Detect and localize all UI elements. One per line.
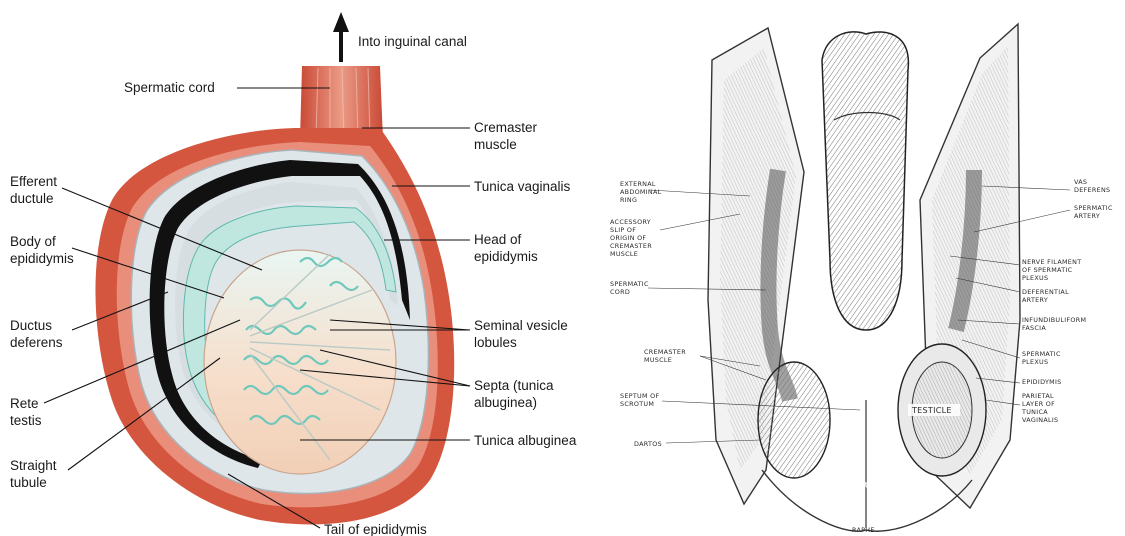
eng-label-septum-2: SCROTUM xyxy=(620,400,654,408)
eng-label-parietal-3: TUNICA xyxy=(1021,408,1048,416)
eng-label-accessory-4: CREMASTER xyxy=(610,242,652,250)
eng-label-infundibuliform-2: FASCIA xyxy=(1022,324,1046,332)
eng-label-accessory-3: ORIGIN OF xyxy=(610,234,646,242)
eng-label-raphe: RAPHE xyxy=(852,526,875,534)
label-rete-2: testis xyxy=(10,413,42,428)
testis-anatomy-diagram: Into inguinal canal Spermatic cord Crema… xyxy=(0,0,590,536)
testis-diagram-svg: Into inguinal canal Spermatic cord Crema… xyxy=(0,0,590,536)
eng-label-nerve-1: NERVE FILAMENT xyxy=(1022,258,1081,266)
label-ductus-2: deferens xyxy=(10,335,63,350)
label-efferent-1: Efferent xyxy=(10,174,57,189)
eng-label-vas-2: DEFERENS xyxy=(1074,186,1110,194)
eng-label-accessory-2: SLIP OF xyxy=(610,226,636,234)
engraving-svg: EXTERNAL ABDOMINAL RING ACCESSORY SLIP O… xyxy=(590,0,1125,536)
eng-label-deferential-1: DEFERENTIAL xyxy=(1022,288,1069,296)
label-seminal-vesicle-1: Seminal vesicle xyxy=(474,318,568,333)
gray-anatomy-engraving: EXTERNAL ABDOMINAL RING ACCESSORY SLIP O… xyxy=(590,0,1125,536)
eng-label-sp-artery-2: ARTERY xyxy=(1074,212,1100,220)
eng-label-spermatic-cord-1: SPERMATIC xyxy=(610,280,649,288)
label-ductus-1: Ductus xyxy=(10,318,52,333)
eng-label-parietal-2: LAYER OF xyxy=(1022,400,1055,408)
up-arrow-icon xyxy=(333,12,349,62)
eng-label-testicle: TESTICLE xyxy=(911,406,952,415)
eng-label-accessory-5: MUSCLE xyxy=(610,250,638,258)
eng-label-deferential-2: ARTERY xyxy=(1022,296,1048,304)
eng-label-infundibuliform-1: INFUNDIBULIFORM xyxy=(1022,316,1086,324)
label-into-inguinal-canal: Into inguinal canal xyxy=(358,34,467,49)
label-head-epididymis-2: epididymis xyxy=(474,249,538,264)
eng-label-external-1: EXTERNAL xyxy=(620,180,656,188)
label-tail-epididymis: Tail of epididymis xyxy=(324,522,427,536)
eng-label-cremaster-1: CREMASTER xyxy=(644,348,686,356)
eng-label-cremaster-2: MUSCLE xyxy=(644,356,672,364)
eng-label-sp-artery-1: SPERMATIC xyxy=(1074,204,1113,212)
eng-label-external-3: RING xyxy=(620,196,637,204)
eng-label-sp-plexus-2: PLEXUS xyxy=(1022,358,1048,366)
label-spermatic-cord: Spermatic cord xyxy=(124,80,215,95)
label-rete-1: Rete xyxy=(10,396,39,411)
label-body-epididymis-1: Body of xyxy=(10,234,56,249)
label-head-epididymis-1: Head of xyxy=(474,232,522,247)
eng-label-vas-1: VAS xyxy=(1074,178,1087,186)
eng-label-scrotum: SCROTUM xyxy=(836,481,878,490)
penis-shaft xyxy=(822,32,908,330)
label-seminal-vesicle-2: lobules xyxy=(474,335,517,350)
eng-label-sp-plexus-1: SPERMATIC xyxy=(1022,350,1061,358)
eng-label-epididymis: EPIDIDYMIS xyxy=(1022,378,1062,386)
left-testicle xyxy=(758,362,830,478)
eng-label-dartos: DARTOS xyxy=(634,440,662,448)
label-cremaster-1: Cremaster xyxy=(474,120,538,135)
label-efferent-2: ductule xyxy=(10,191,54,206)
eng-label-septum-1: SEPTUM OF xyxy=(620,392,660,400)
eng-label-spermatic-cord-2: CORD xyxy=(610,288,630,296)
label-straight-2: tubule xyxy=(10,475,47,490)
eng-label-nerve-2: OF SPERMATIC xyxy=(1022,266,1073,274)
label-straight-1: Straight xyxy=(10,458,57,473)
eng-label-accessory-1: ACCESSORY xyxy=(610,218,651,226)
eng-label-parietal-1: PARIETAL xyxy=(1022,392,1054,400)
label-body-epididymis-2: epididymis xyxy=(10,251,74,266)
label-tunica-vaginalis: Tunica vaginalis xyxy=(474,179,571,194)
eng-label-external-2: ABDOMINAL xyxy=(620,188,662,196)
label-septa-2: albuginea) xyxy=(474,395,537,410)
label-cremaster-2: muscle xyxy=(474,137,517,152)
eng-label-parietal-4: VAGINALIS xyxy=(1022,416,1058,424)
eng-label-nerve-3: PLEXUS xyxy=(1022,274,1048,282)
label-tunica-albuginea: Tunica albuginea xyxy=(474,433,577,448)
label-septa-1: Septa (tunica xyxy=(474,378,554,393)
